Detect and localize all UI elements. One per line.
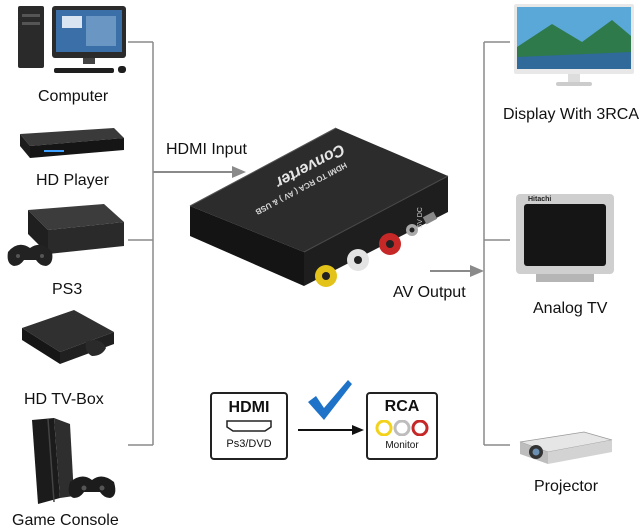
- hd-player-image: [14, 124, 126, 162]
- av-output-label: AV Output: [393, 284, 466, 301]
- rca-badge-sub: Monitor: [385, 440, 419, 451]
- hdmi-badge-sub: Ps3/DVD: [226, 438, 272, 450]
- hdmi-port-icon: [226, 420, 272, 432]
- converter-port-label: 5V DC: [416, 207, 424, 228]
- game-console-image: [24, 416, 122, 508]
- source-label-computer: Computer: [38, 88, 109, 105]
- source-label-game-console: Game Console: [12, 512, 119, 529]
- ps3-image: [4, 200, 126, 276]
- rca-badge-title: RCA: [384, 398, 420, 415]
- analog-tv-image: [514, 192, 616, 284]
- source-label-hd-tv-box: HD TV-Box: [24, 391, 104, 408]
- converter-device: [186, 126, 458, 308]
- display-image: [512, 2, 636, 90]
- tv-brand-text: Hitachi: [528, 196, 552, 203]
- source-label-hd-player: HD Player: [36, 172, 109, 189]
- av-output-arrow: [430, 265, 484, 277]
- hdmi-input-arrow: [153, 166, 246, 178]
- conversion-arrow: [298, 425, 364, 435]
- hdmi-badge: HDMI Ps3/DVD: [210, 392, 288, 460]
- projector-image: [514, 428, 616, 468]
- computer-image: [14, 4, 128, 76]
- checkmark-icon: [308, 380, 352, 420]
- output-label-analog-tv: Analog TV: [533, 300, 608, 317]
- hd-tv-box-image: [14, 306, 120, 378]
- hdmi-input-label: HDMI Input: [166, 141, 247, 158]
- hdmi-badge-logo: HDMI: [228, 399, 270, 416]
- source-label-ps3: PS3: [52, 281, 83, 298]
- output-label-projector: Projector: [534, 478, 599, 495]
- rca-connectors-icon: [375, 420, 429, 436]
- output-label-display: Display With 3RCA: [503, 106, 640, 123]
- rca-badge: RCA Monitor: [366, 392, 438, 460]
